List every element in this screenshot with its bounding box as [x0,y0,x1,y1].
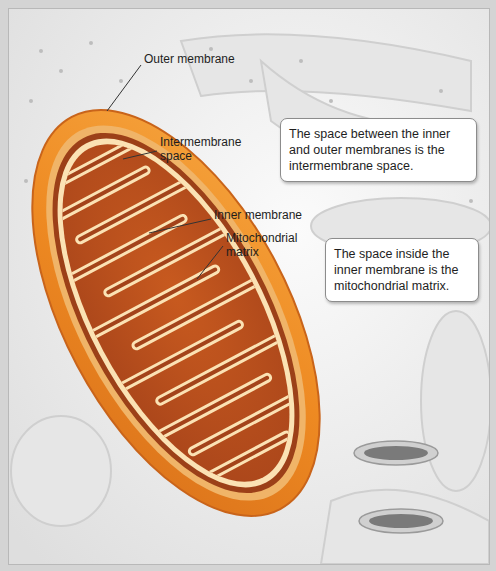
callout-box: The space inside the inner membrane is t… [325,238,479,302]
diagram-panel: Outer membraneIntermembrane spaceInner m… [8,8,490,565]
part-label: Mitochondrial matrix [226,231,316,259]
part-label: Inner membrane [214,208,324,222]
callout-text: The space between the inner and outer me… [289,126,468,174]
callout-text: The space inside the inner membrane is t… [334,246,470,294]
callout-box: The space between the inner and outer me… [280,118,477,182]
part-label: Intermembrane space [160,135,250,163]
part-label: Outer membrane [144,52,254,66]
